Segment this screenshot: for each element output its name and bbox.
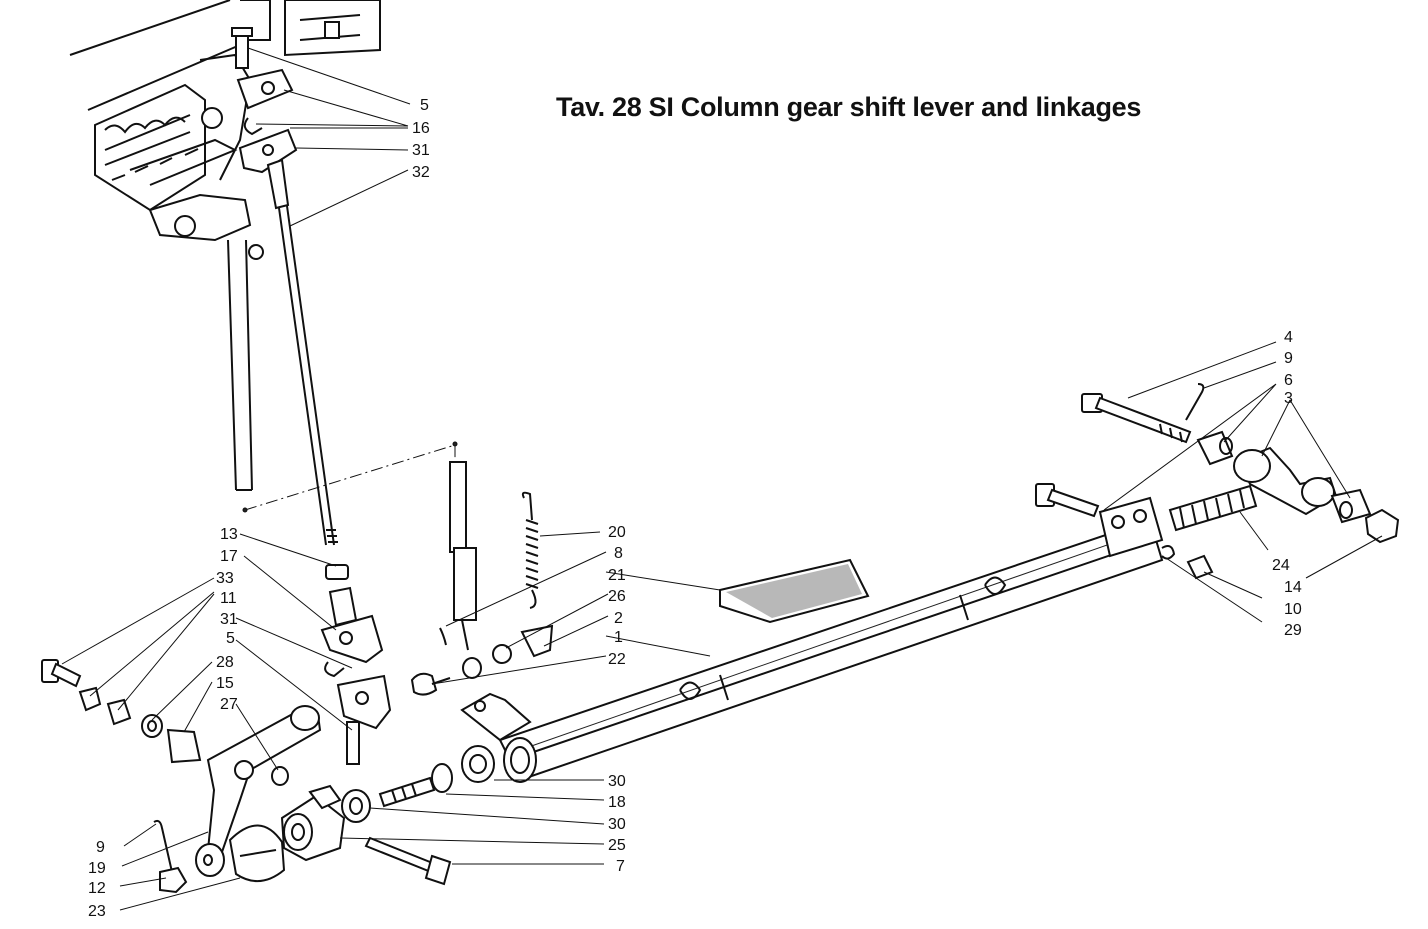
callout-13: 13 bbox=[220, 526, 238, 543]
callout-5: 5 bbox=[420, 97, 429, 114]
callout-30a: 30 bbox=[608, 773, 626, 790]
callout-23: 23 bbox=[88, 903, 106, 920]
callout-4: 4 bbox=[1284, 329, 1293, 346]
callout-18: 18 bbox=[608, 794, 626, 811]
callout-21: 21 bbox=[608, 567, 626, 584]
callout-11: 11 bbox=[220, 590, 237, 607]
callout-30b: 30 bbox=[608, 816, 626, 833]
callout-16: 16 bbox=[412, 120, 430, 137]
callout-24: 24 bbox=[1272, 557, 1290, 574]
callout-9b: 9 bbox=[96, 839, 105, 856]
callout-26: 26 bbox=[608, 588, 626, 605]
callout-14: 14 bbox=[1284, 579, 1302, 596]
callout-8: 8 bbox=[614, 545, 623, 562]
callout-33: 33 bbox=[216, 570, 234, 587]
callout-27: 27 bbox=[220, 696, 238, 713]
upper-clamp-parts bbox=[231, 27, 338, 546]
callout-25: 25 bbox=[608, 837, 626, 854]
callout-5b: 5 bbox=[226, 630, 235, 647]
callout-28: 28 bbox=[216, 654, 234, 671]
pad bbox=[719, 558, 870, 624]
callout-29: 29 bbox=[1284, 622, 1302, 639]
callout-7: 7 bbox=[616, 858, 625, 875]
callout-19: 19 bbox=[88, 860, 106, 877]
mid-linkage-parts bbox=[320, 564, 392, 765]
callout-1: 1 bbox=[614, 629, 623, 646]
callout-10: 10 bbox=[1284, 601, 1302, 618]
lower-left-small-parts bbox=[41, 659, 495, 894]
callout-12: 12 bbox=[88, 880, 106, 897]
callout-2: 2 bbox=[614, 610, 623, 627]
diagram-title: Tav. 28 SI Column gear shift lever and l… bbox=[556, 92, 1142, 122]
callout-17: 17 bbox=[220, 548, 238, 565]
cross-shaft bbox=[460, 496, 1164, 783]
callout-6: 6 bbox=[1284, 372, 1293, 389]
callout-15: 15 bbox=[216, 675, 234, 692]
spring-and-rod bbox=[410, 461, 554, 696]
right-end-parts bbox=[1035, 383, 1400, 580]
leader-lines bbox=[61, 47, 1383, 911]
callout-22: 22 bbox=[608, 651, 626, 668]
callout-labels: 5 16 31 32 4 9 6 3 24 14 10 29 20 8 21 2… bbox=[88, 97, 1302, 920]
callout-31: 31 bbox=[412, 142, 430, 159]
callout-9: 9 bbox=[1284, 350, 1293, 367]
steering-column-assembly bbox=[69, 0, 381, 491]
callout-20: 20 bbox=[608, 524, 626, 541]
callout-31b: 31 bbox=[220, 611, 238, 628]
callout-32: 32 bbox=[412, 164, 430, 181]
callout-3: 3 bbox=[1284, 390, 1293, 407]
